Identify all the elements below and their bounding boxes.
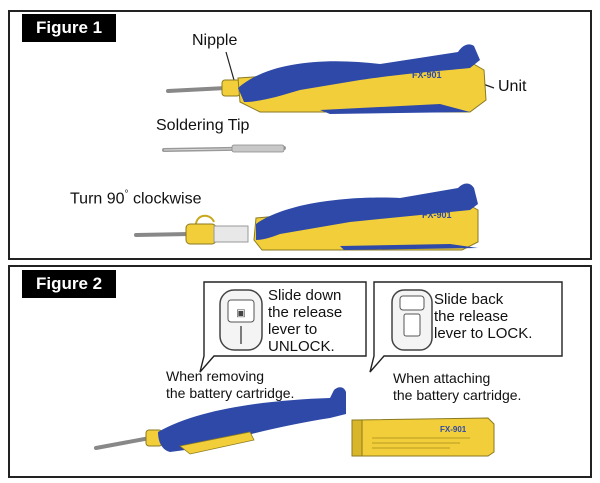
lock-line-2: the release <box>434 308 509 325</box>
turn-instruction: Turn 90° clockwise <box>70 189 201 208</box>
unit-brand: FX-901 <box>412 70 442 80</box>
unlock-line-1: Slide down <box>268 287 342 304</box>
removing-line-2: the battery cartridge. <box>166 385 295 401</box>
svg-text:▣: ▣ <box>236 308 245 319</box>
figure-1-label: Figure 1 <box>22 14 117 42</box>
lock-line-1: Slide back <box>434 291 504 308</box>
attaching-line-1: When attaching <box>393 370 491 386</box>
clockwise-text: clockwise <box>133 190 202 208</box>
attaching-line-2: the battery cartridge. <box>393 387 522 403</box>
figure-2-label: Figure 2 <box>22 270 117 298</box>
unlock-line-2: the release <box>268 304 343 321</box>
removing-line-1: When removing <box>166 368 265 384</box>
unlock-instructions: Slide down the release lever to UNLOCK. <box>268 287 342 355</box>
blue-lower <box>320 104 470 114</box>
unlock-line-3: lever to <box>268 321 318 338</box>
unlock-line-4: UNLOCK. <box>268 338 335 355</box>
attaching-caption: When attaching the battery cartridge. <box>393 370 521 404</box>
removing-caption: When removing the battery cartridge. <box>166 368 294 402</box>
iron-tip <box>166 86 228 93</box>
lock-line-3: lever to LOCK. <box>434 325 533 342</box>
soldering-tip-label: Soldering Tip <box>156 117 250 134</box>
svg-text:FX-901: FX-901 <box>422 210 452 220</box>
nipple-label: Nipple <box>192 32 238 49</box>
blue-grip <box>238 44 480 102</box>
unit-label: Unit <box>498 78 527 95</box>
svg-text:FX-901: FX-901 <box>440 425 467 434</box>
turn-text: Turn 90 <box>70 190 125 208</box>
degree-symbol: ° <box>124 189 129 200</box>
lock-instructions: Slide back the release lever to LOCK. <box>434 291 532 342</box>
